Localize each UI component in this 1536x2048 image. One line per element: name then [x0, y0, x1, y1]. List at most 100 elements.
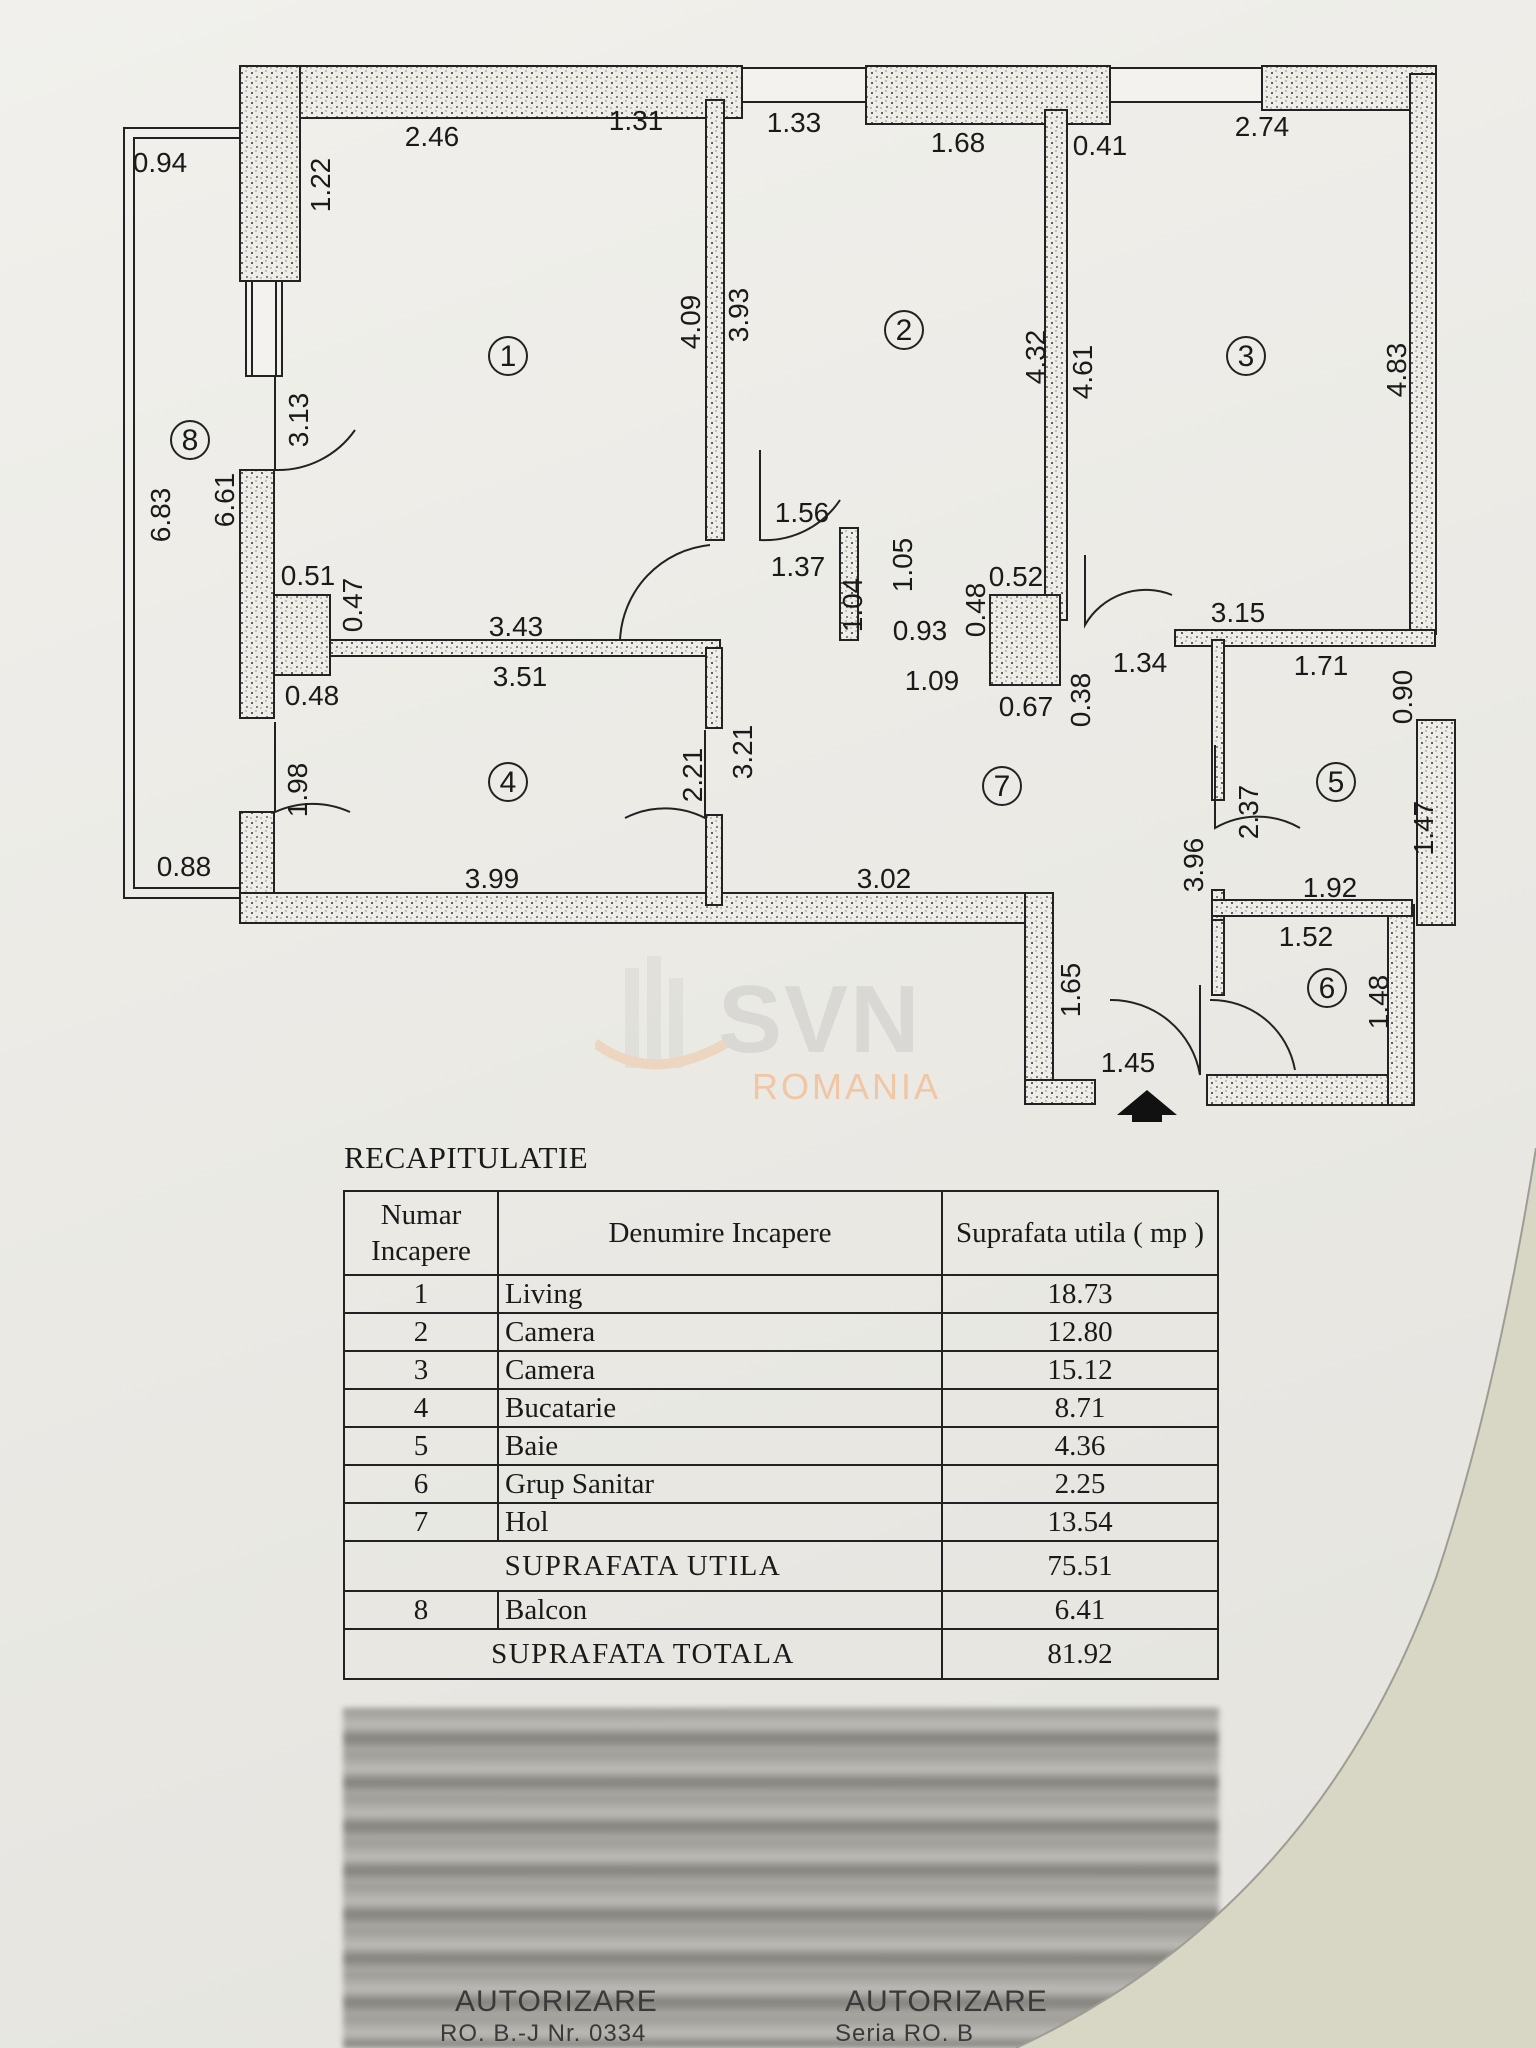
dimension-label: 1.56: [775, 497, 830, 528]
room-area-cell: 13.54: [941, 1502, 1219, 1542]
room-name-cell: Bucatarie: [497, 1388, 943, 1428]
room-circle-8: [170, 420, 210, 460]
dimension-label: 2.46: [405, 121, 460, 152]
dimension-label: 1.09: [905, 665, 960, 696]
balcony-number-cell: 8: [343, 1590, 499, 1630]
useful-area-value: 75.51: [941, 1540, 1219, 1592]
room-area-cell: 4.36: [941, 1426, 1219, 1466]
stamp-left-line2: RO. B.-J Nr. 0334: [440, 2020, 647, 2047]
dimension-label: 2.37: [1233, 785, 1264, 840]
door-swings: [274, 376, 1301, 1076]
room-name-cell: Grup Sanitar: [497, 1464, 943, 1504]
dimension-label: 6.61: [209, 473, 240, 528]
room-name-cell: Living: [497, 1274, 943, 1314]
room-circle-3: [1226, 336, 1266, 376]
dimension-label: 1.47: [1408, 801, 1439, 856]
dimension-label: 1.22: [305, 158, 336, 213]
balcony-outline: [123, 127, 240, 899]
room-number-7: 7: [994, 770, 1011, 803]
room-area-cell: 12.80: [941, 1312, 1219, 1352]
room-number-2: 2: [896, 314, 913, 347]
dimension-label: 4.32: [1020, 330, 1051, 385]
redacted-area: [343, 1708, 1219, 2048]
watermark-logo-icon: [595, 956, 738, 1070]
entrance-arrow-icon: [1117, 1090, 1177, 1122]
room-number-cell: 1: [343, 1274, 499, 1314]
room-number-6: 6: [1319, 972, 1336, 1005]
recap-table: Numar Incapere Denumire Incapere Suprafa…: [343, 1190, 1219, 1680]
dimension-label: 1.65: [1055, 963, 1086, 1018]
dimension-label: 1.31: [609, 105, 664, 136]
dimension-label: 1.45: [1101, 1047, 1156, 1078]
room-number-5: 5: [1328, 766, 1345, 799]
dimension-label: 0.52: [989, 561, 1044, 592]
watermark-subtitle: ROMANIA: [752, 1066, 942, 1107]
room-name-cell: Camera: [497, 1350, 943, 1390]
stamp-right-line2: Seria RO. B: [835, 2020, 975, 2047]
room-area-cell: 18.73: [941, 1274, 1219, 1314]
dimension-label: 1.33: [767, 107, 822, 138]
room-number-cell: 5: [343, 1426, 499, 1466]
room-circle-7: [982, 766, 1022, 806]
dimension-label: 6.83: [145, 488, 176, 543]
dimension-label: 1.34: [1113, 647, 1168, 678]
dimension-label: 0.94: [133, 147, 188, 178]
room-number-8: 8: [182, 424, 199, 457]
room-number-1: 1: [500, 340, 517, 373]
dimension-label: 1.71: [1294, 650, 1349, 681]
balcony-area-cell: 6.41: [941, 1590, 1219, 1630]
dimension-label: 4.83: [1381, 343, 1412, 398]
room-area-cell: 15.12: [941, 1350, 1219, 1390]
header-area: Suprafata utila ( mp ): [941, 1190, 1219, 1276]
room-circle-1: [488, 336, 528, 376]
useful-area-label: SUPRAFATA UTILA: [343, 1540, 943, 1592]
dimension-label: 1.52: [1279, 921, 1334, 952]
dimension-label: 0.51: [281, 560, 336, 591]
header-name: Denumire Incapere: [497, 1190, 943, 1276]
dimension-label: 3.96: [1178, 838, 1209, 893]
dimension-label: 1.98: [282, 763, 313, 818]
total-area-value: 81.92: [941, 1628, 1219, 1680]
dimension-label: 2.21: [677, 748, 708, 803]
dimension-label: 3.13: [283, 393, 314, 448]
dimension-label: 2.74: [1235, 111, 1290, 142]
dimension-label: 1.37: [771, 551, 826, 582]
dimension-label: 1.92: [1303, 872, 1358, 903]
walls: [239, 65, 1456, 1106]
dimension-label: 0.38: [1065, 673, 1096, 728]
dimension-label: 3.15: [1211, 597, 1266, 628]
room-number-cell: 3: [343, 1350, 499, 1390]
dimension-label: 3.93: [723, 288, 754, 343]
dimension-label: 0.67: [999, 691, 1054, 722]
dimension-label: 3.02: [857, 863, 912, 894]
room-circle-2: [884, 310, 924, 350]
room-circle-5: [1316, 762, 1356, 802]
dimension-label: 3.99: [465, 863, 520, 894]
dimension-label: 1.04: [837, 578, 868, 633]
dimension-label: 4.61: [1067, 345, 1098, 400]
total-area-label: SUPRAFATA TOTALA: [343, 1628, 943, 1680]
balcony-name-cell: Balcon: [497, 1590, 943, 1630]
dimension-label: 0.48: [285, 680, 340, 711]
dimension-label: 1.68: [931, 127, 986, 158]
recap-title: RECAPITULATIE: [344, 1140, 589, 1175]
dimension-label: 0.47: [337, 578, 368, 633]
dimension-label: 3.43: [489, 611, 544, 642]
stamp-left: AUTORIZARE: [455, 1985, 658, 2018]
stamp-right: AUTORIZARE: [845, 1985, 1048, 2018]
dimension-label: 3.51: [493, 661, 548, 692]
watermark-brand: SVN: [718, 966, 922, 1073]
room-area-cell: 2.25: [941, 1464, 1219, 1504]
header-number: Numar Incapere: [343, 1190, 499, 1276]
